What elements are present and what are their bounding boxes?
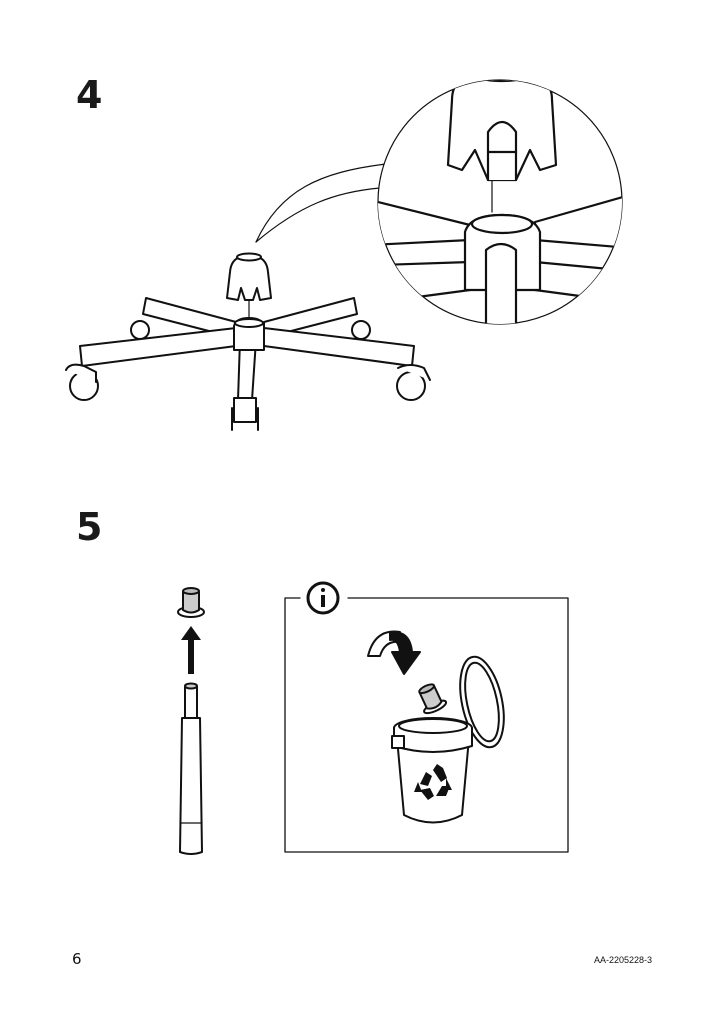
step-4-number: 4 — [76, 73, 103, 117]
recycling-bin — [391, 717, 473, 824]
page-number: 6 — [72, 950, 82, 968]
gas-lift — [179, 682, 203, 855]
step-4-illustration — [65, 79, 623, 431]
discarded-cap — [418, 683, 448, 715]
chair-base — [65, 252, 431, 431]
step-5-number: 5 — [76, 505, 103, 549]
protective-cap — [177, 587, 205, 618]
curved-arrow-down-icon — [367, 630, 421, 675]
arrow-up-icon — [181, 626, 201, 674]
document-code: AA-2205228-3 — [593, 955, 652, 965]
zoom-connector — [255, 163, 387, 243]
step-5-illustration — [177, 581, 569, 855]
info-box — [284, 581, 569, 853]
recycle-icon — [414, 764, 452, 800]
zoom-detail-circle — [377, 79, 623, 325]
